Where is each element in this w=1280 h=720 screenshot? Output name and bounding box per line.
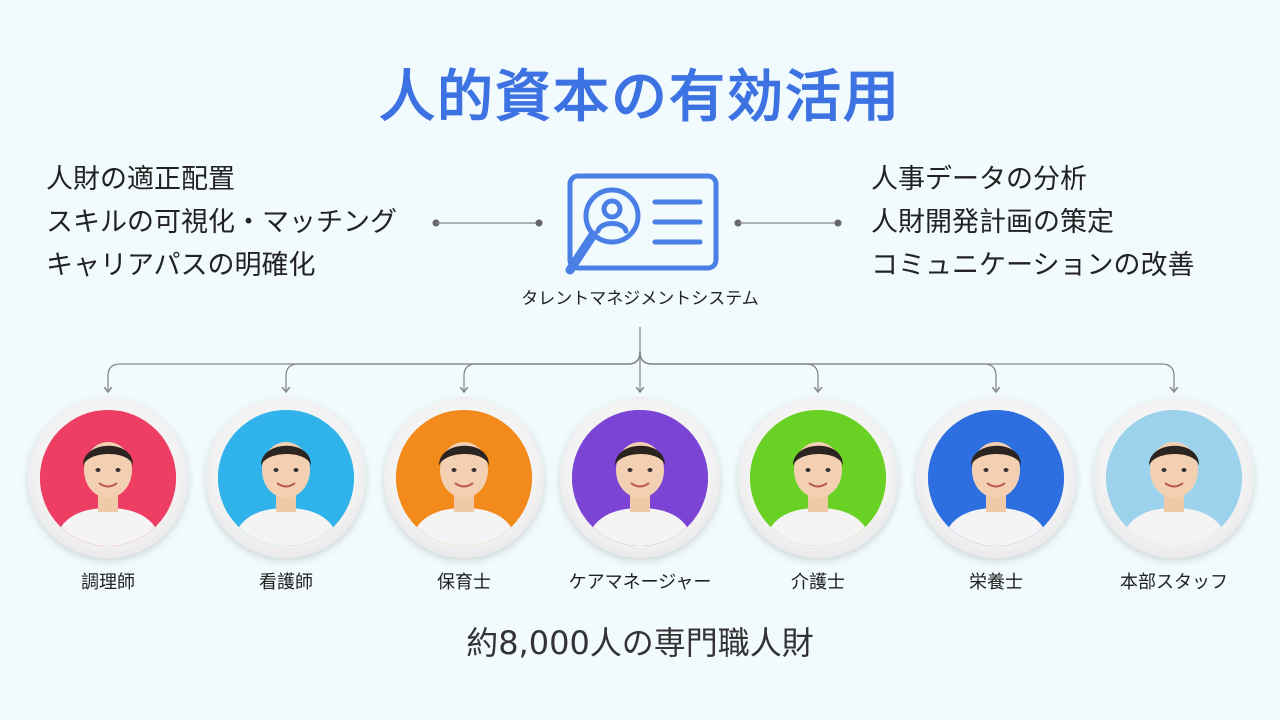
feature-item: 人財開発計画の策定 bbox=[871, 207, 1114, 238]
role-avatar-frame bbox=[384, 398, 544, 558]
feature-item: 人事データの分析 bbox=[871, 164, 1087, 195]
bottom-caption: 約8,000人の専門職人財 bbox=[466, 624, 814, 662]
left-feature-list: 人財の適正配置 スキルの可視化・マッチング キャリアパスの明確化 bbox=[46, 158, 397, 287]
feature-item: スキルの可視化・マッチング bbox=[46, 207, 397, 238]
role-label: 看護師 bbox=[259, 572, 313, 593]
person-avatar bbox=[1106, 410, 1242, 546]
feature-item: 人財の適正配置 bbox=[46, 164, 235, 195]
system-label: タレントマネジメントシステム bbox=[521, 289, 759, 309]
person-avatar bbox=[750, 410, 886, 546]
role-avatar-frame bbox=[560, 398, 720, 558]
role-label: ケアマネージャー bbox=[568, 572, 712, 593]
role-avatar-frame bbox=[28, 398, 188, 558]
org-tree-lines bbox=[108, 327, 1174, 392]
person-avatar bbox=[218, 410, 354, 546]
role-avatar-frame bbox=[916, 398, 1076, 558]
role-avatar-frame bbox=[1094, 398, 1254, 558]
feature-item: キャリアパスの明確化 bbox=[46, 250, 316, 281]
left-connector bbox=[432, 219, 543, 227]
person-avatar bbox=[40, 410, 176, 546]
role-label: 本部スタッフ bbox=[1120, 572, 1228, 593]
role-label: 栄養士 bbox=[969, 572, 1023, 593]
role-label: 調理師 bbox=[81, 572, 135, 593]
right-connector bbox=[734, 219, 842, 227]
talent-card-search-icon bbox=[565, 173, 719, 275]
role-label: 保育士 bbox=[437, 572, 491, 593]
person-avatar bbox=[928, 410, 1064, 546]
person-avatar bbox=[396, 410, 532, 546]
role-avatar-frame bbox=[738, 398, 898, 558]
page-title: 人的資本の有効活用 bbox=[379, 65, 901, 130]
feature-item: コミュニケーションの改善 bbox=[871, 250, 1195, 281]
role-label: 介護士 bbox=[791, 572, 845, 593]
role-avatar-frame bbox=[206, 398, 366, 558]
right-feature-list: 人事データの分析 人財開発計画の策定 コミュニケーションの改善 bbox=[871, 158, 1194, 287]
person-avatar bbox=[572, 410, 708, 546]
